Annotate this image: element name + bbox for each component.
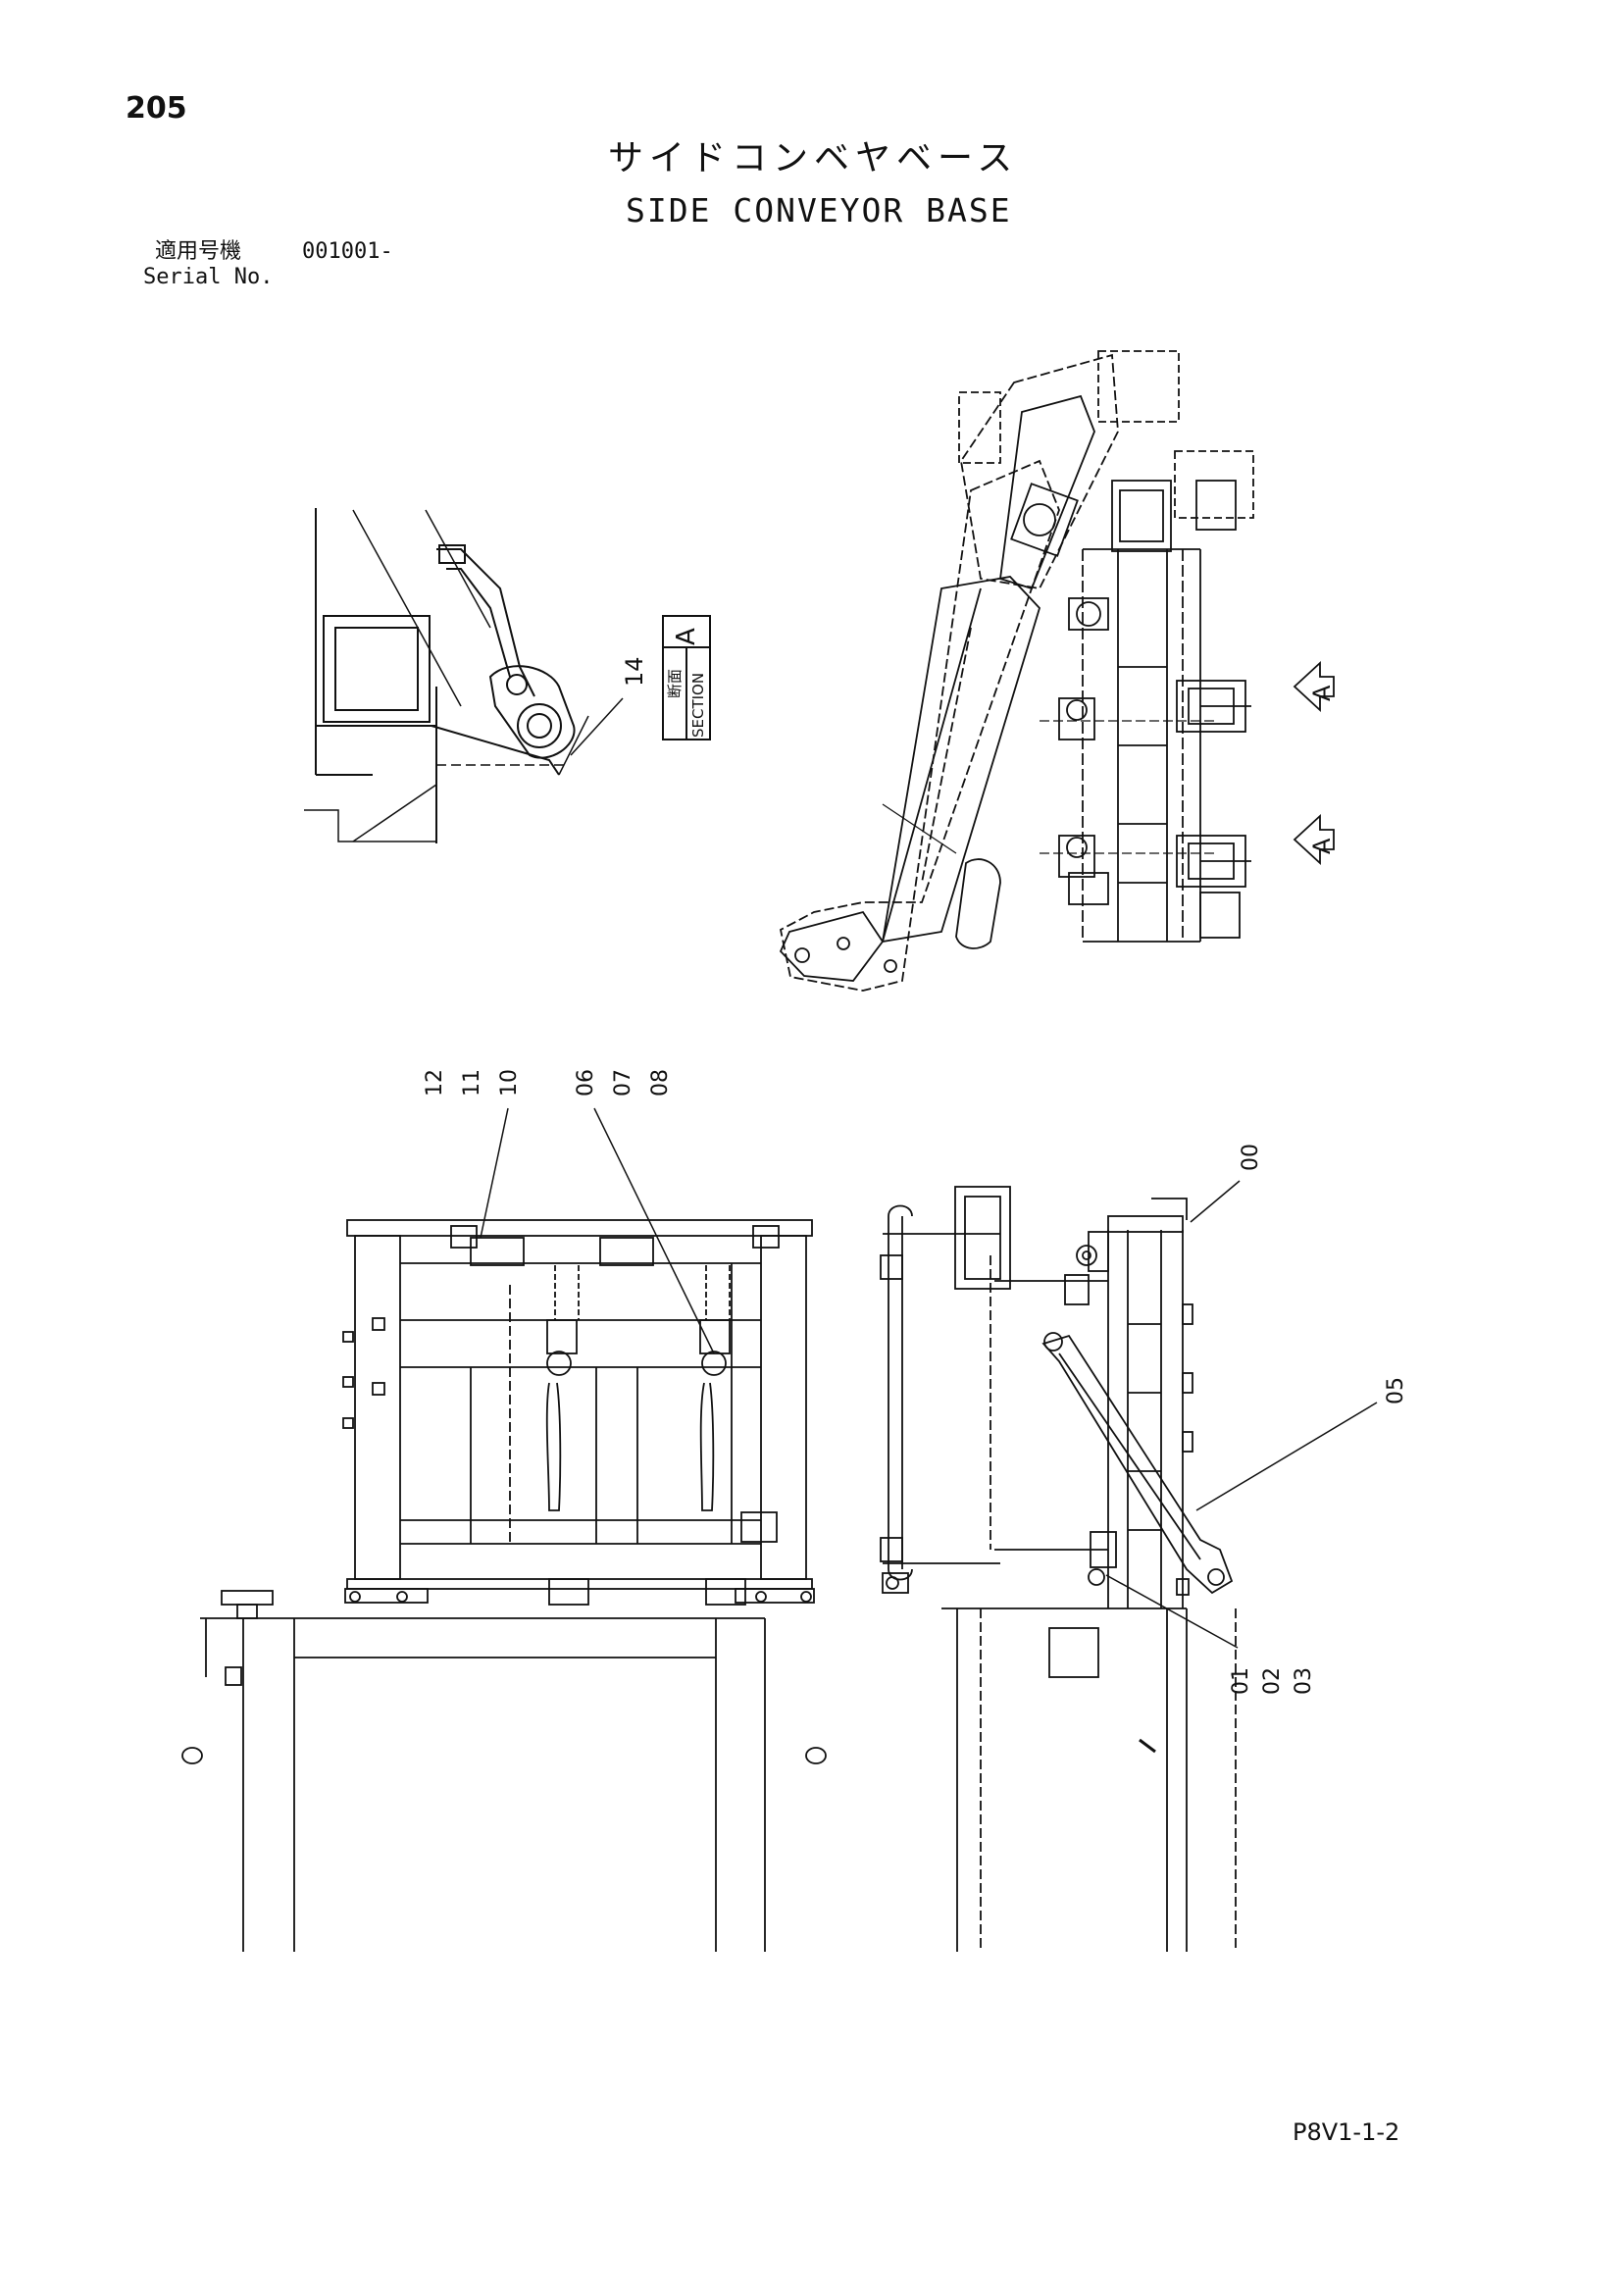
callout-02-label: 02 bbox=[1260, 1667, 1285, 1695]
section-label-en: SECTION bbox=[689, 673, 707, 738]
view-arrow-a-1: A bbox=[1293, 660, 1336, 713]
callout-14-label: 14 bbox=[621, 656, 648, 687]
callout-06-label: 06 bbox=[574, 1069, 598, 1097]
callout-10-12: 12 11 10 bbox=[423, 1069, 522, 1239]
callout-01-03: 01 02 03 bbox=[1105, 1574, 1316, 1695]
callout-03-label: 03 bbox=[1292, 1667, 1316, 1695]
section-a-detail bbox=[304, 508, 589, 843]
page-title: SIDE CONVEYOR BASE bbox=[626, 191, 1012, 230]
callout-01-label: 01 bbox=[1229, 1667, 1253, 1695]
serial-label-japanese: 適用号機 bbox=[155, 239, 242, 264]
callout-07-label: 07 bbox=[611, 1069, 635, 1097]
view-arrow-label: A bbox=[1308, 838, 1336, 854]
section-letter: A bbox=[672, 628, 701, 645]
front-view bbox=[181, 1219, 827, 1952]
callout-00-label: 00 bbox=[1239, 1144, 1263, 1171]
callout-05: 05 bbox=[1195, 1377, 1408, 1511]
section-label-jp: 断面 bbox=[666, 669, 684, 698]
callout-06-08: 06 07 08 bbox=[574, 1069, 715, 1354]
callout-05-label: 05 bbox=[1384, 1377, 1408, 1404]
callout-14: 14 bbox=[570, 656, 648, 756]
section-label: A SECTION 断面 bbox=[662, 615, 711, 740]
callout-12-label: 12 bbox=[423, 1069, 447, 1097]
page-title-japanese: サイドコンベヤベース bbox=[608, 138, 1019, 179]
page-number: 205 bbox=[126, 91, 187, 126]
callout-08-label: 08 bbox=[648, 1069, 673, 1097]
callout-11-label: 11 bbox=[460, 1069, 484, 1097]
view-arrow-label: A bbox=[1308, 685, 1336, 701]
view-arrow-a-2: A bbox=[1293, 813, 1336, 866]
callout-10-label: 10 bbox=[497, 1069, 522, 1097]
conveyor-top-view bbox=[779, 350, 1254, 992]
document-code: P8V1-1-2 bbox=[1293, 2118, 1400, 2146]
serial-label: Serial No. bbox=[143, 265, 274, 289]
callout-00: 00 bbox=[1190, 1144, 1263, 1223]
serial-number-value: 001001- bbox=[302, 239, 393, 264]
side-view bbox=[880, 1186, 1237, 1952]
